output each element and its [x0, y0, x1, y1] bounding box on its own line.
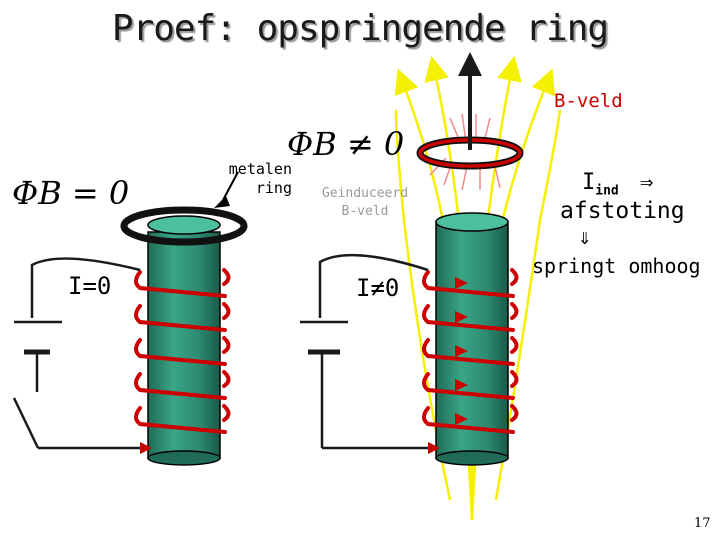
metal-ring-label-line2: ring	[255, 179, 292, 197]
induced-field-label-line1: Geinduceerd	[321, 186, 409, 201]
right-apparatus	[300, 52, 562, 521]
current-zero-label: I=0	[68, 272, 112, 300]
right-cylinder-top	[435, 212, 509, 232]
flux-nonzero-formula: ΦB ≠ 0	[287, 125, 405, 163]
left-cylinder-bottom	[147, 450, 221, 466]
induced-current-subscript: ind	[595, 183, 619, 199]
page-number: 17	[694, 516, 711, 531]
left-circuit	[12, 257, 141, 450]
left-apparatus	[12, 171, 248, 466]
jumps-up-label: springt omhoog	[532, 254, 701, 278]
induced-field-label-line2: B-veld	[341, 204, 389, 219]
induced-field-label: Geinduceerd B-veld	[320, 185, 410, 221]
induced-current-label: Iind ⇒	[582, 170, 653, 198]
right-coil-arrows	[455, 277, 468, 425]
left-coil	[134, 268, 231, 434]
ring-label-pointer	[221, 171, 239, 203]
induced-field-lines	[429, 113, 501, 191]
b-field-label: B-veld	[554, 90, 623, 112]
flux-zero-formula: ΦB = 0	[12, 174, 130, 212]
upward-force-arrow-head	[458, 52, 482, 76]
left-metal-ring	[120, 206, 248, 246]
down-implies-arrow: ⇓	[578, 225, 592, 250]
right-cylinder	[435, 221, 509, 459]
left-cylinder	[147, 231, 221, 459]
right-coil	[422, 268, 519, 434]
left-cylinder-top	[147, 215, 221, 235]
metal-ring-label: metalen ring	[222, 160, 292, 198]
implies-arrow: ⇒	[639, 170, 654, 195]
current-nonzero-label: I≠0	[356, 274, 400, 302]
right-circuit	[300, 253, 429, 450]
right-cylinder-bottom	[435, 450, 509, 466]
right-current-arrow	[428, 442, 440, 454]
ring-label-pointer-head	[214, 196, 230, 208]
slide-title: Proef: opspringende ring	[111, 8, 609, 49]
repulsion-label: afstoting	[560, 198, 685, 224]
metal-ring-label-line1: metalen	[228, 160, 292, 178]
left-current-arrow	[140, 442, 152, 454]
induced-current-symbol: I	[582, 170, 596, 195]
